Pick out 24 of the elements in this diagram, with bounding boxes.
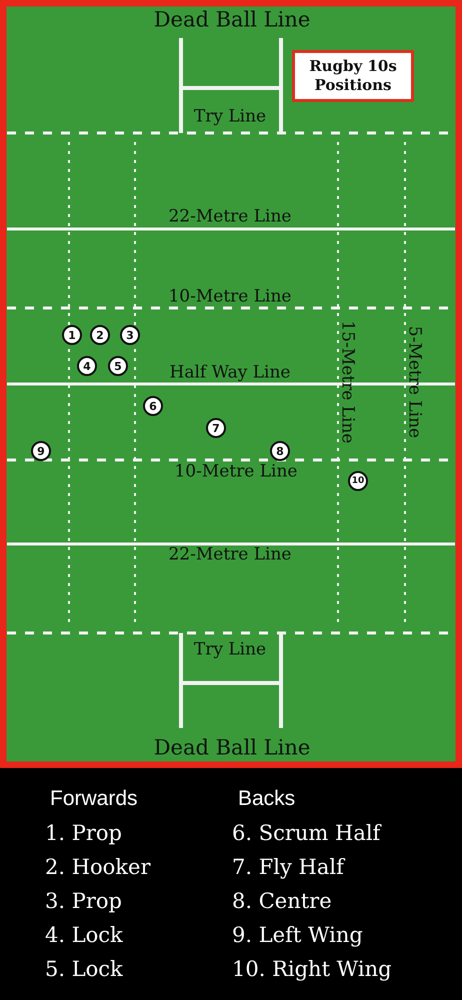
line-label: Dead Ball Line: [154, 10, 310, 30]
column-heading: Forwards: [50, 788, 138, 809]
legend-entry: 8. Centre: [232, 891, 332, 912]
title-box: Rugby 10s Positions: [292, 50, 414, 102]
line-label: 22-Metre Line: [168, 208, 292, 226]
line-label: Half Way Line: [170, 364, 290, 382]
legend-entry: 2. Hooker: [45, 857, 151, 878]
legend-entry: 1. Prop: [45, 823, 122, 844]
line-label: Dead Ball Line: [154, 738, 310, 758]
column-heading: Backs: [238, 788, 296, 809]
line-label: 22-Metre Line: [168, 546, 292, 564]
legend-entry: 4. Lock: [45, 925, 123, 946]
line-label: Try Line: [194, 642, 266, 658]
line-label: 5-Metre Line: [406, 326, 422, 438]
line-label: Try Line: [194, 108, 266, 126]
line-label: 10-Metre Line: [174, 464, 298, 480]
line-label: 10-Metre Line: [168, 288, 292, 306]
legend-entry: 5. Lock: [45, 959, 123, 980]
legend-entry: 10. Right Wing: [232, 959, 392, 980]
legend-entry: 6. Scrum Half: [232, 823, 380, 844]
legend-entry: 3. Prop: [45, 891, 122, 912]
legend-entry: 9. Left Wing: [232, 925, 363, 946]
legend-entry: 7. Fly Half: [232, 857, 344, 878]
line-label: 15-Metre Line: [338, 320, 356, 444]
